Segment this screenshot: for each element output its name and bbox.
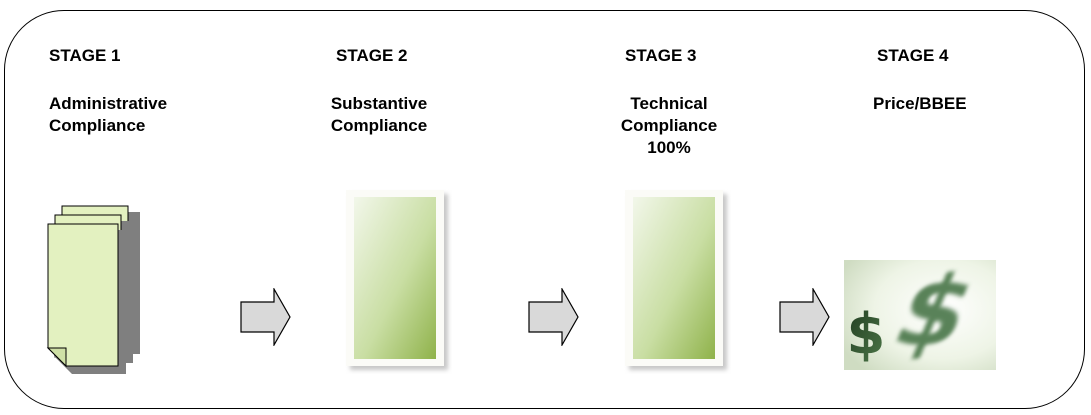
stage-2-label: STAGE 2 xyxy=(336,46,408,65)
stacked-documents-icon xyxy=(46,205,140,374)
right-arrow-icon xyxy=(779,288,830,346)
svg-text:$: $ xyxy=(847,302,886,367)
stage-4-label: STAGE 4 xyxy=(877,46,949,65)
stage-3-label: STAGE 3 xyxy=(625,46,697,65)
stage-1-label: STAGE 1 xyxy=(49,46,121,65)
green-document-icon xyxy=(346,190,448,370)
green-document-icon xyxy=(625,190,727,370)
stage-4-description: Price/BBEE xyxy=(873,94,967,113)
dollar-sign-icon: $ $ xyxy=(844,260,996,370)
stage-2-description: Substantive Compliance xyxy=(330,94,428,135)
right-arrow-icon xyxy=(240,288,291,346)
stage-1-description: Administrative Compliance xyxy=(49,94,168,135)
stage-3-description: Technical Compliance 100% xyxy=(620,94,718,157)
right-arrow-icon xyxy=(528,288,579,346)
